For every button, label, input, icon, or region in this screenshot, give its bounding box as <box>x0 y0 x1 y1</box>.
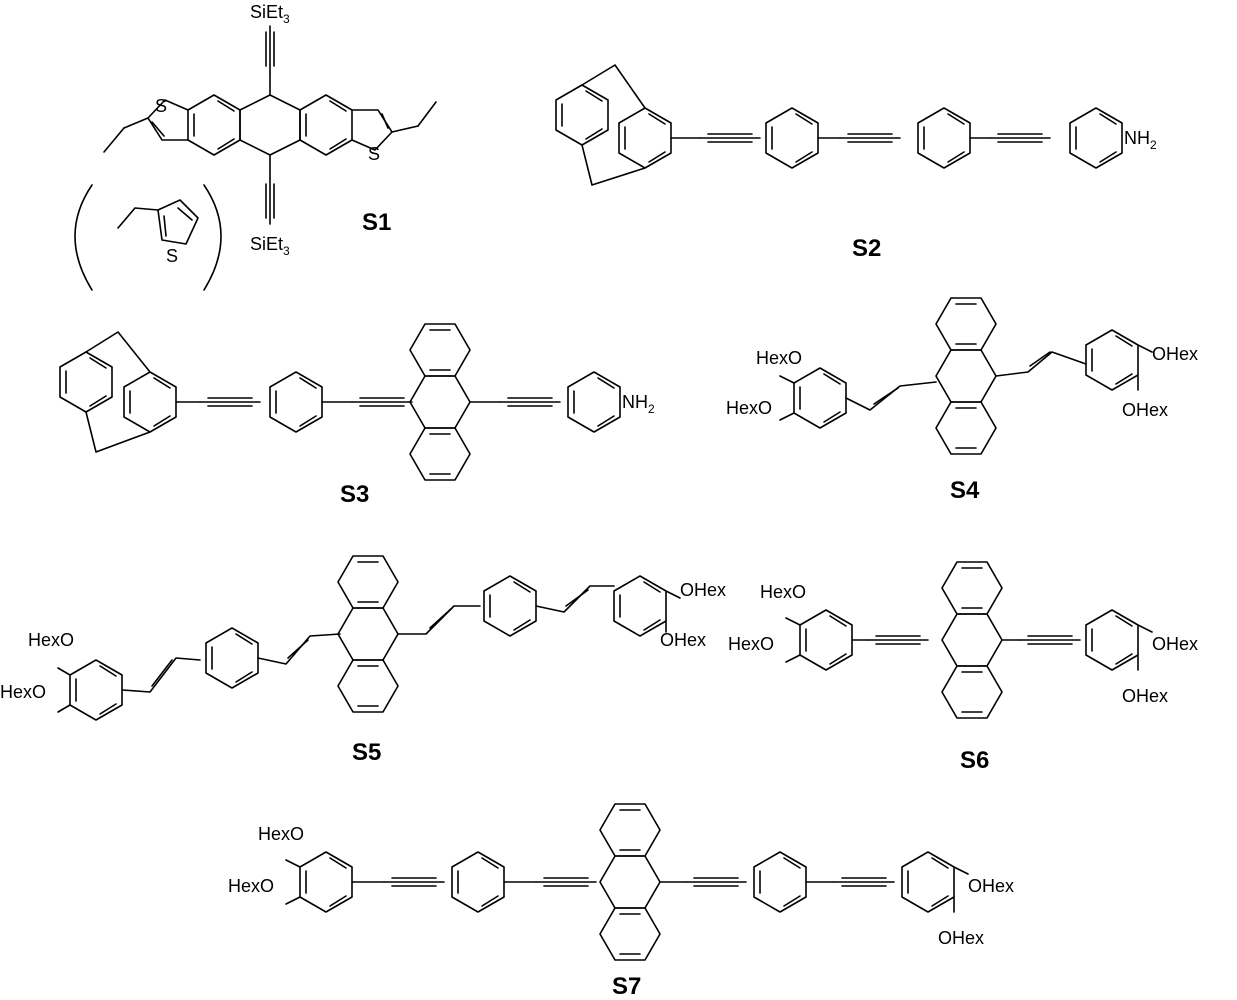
s3-amine: NH2 <box>622 392 655 416</box>
s6-hexo-1: HexO <box>760 582 806 602</box>
s6-hexo-2: HexO <box>728 634 774 654</box>
compound-label-s5: S5 <box>352 739 381 766</box>
s7-hexo-1: HexO <box>258 824 304 844</box>
s5-ohex-1: OHex <box>680 580 726 600</box>
s1-sulfur-left: S <box>155 96 167 116</box>
s5-hexo-1: HexO <box>28 630 74 650</box>
compound-s6 <box>785 562 1153 718</box>
s7-ohex-1: OHex <box>968 876 1014 896</box>
compound-s7 <box>285 804 969 960</box>
s1-sulfur-guest: S <box>166 246 178 266</box>
s1-silyl-bottom: SiEt3 <box>250 234 290 258</box>
s5-ohex-2: OHex <box>660 630 706 650</box>
s4-ohex-2: OHex <box>1122 400 1168 420</box>
s4-hexo-2: HexO <box>726 398 772 418</box>
s6-ohex-2: OHex <box>1122 686 1168 706</box>
compound-label-s6: S6 <box>960 747 989 774</box>
s5-hexo-2: HexO <box>0 682 46 702</box>
s4-ohex-1: OHex <box>1152 344 1198 364</box>
compound-label-s2: S2 <box>852 235 881 262</box>
compound-s2 <box>555 64 1123 186</box>
compound-label-s7: S7 <box>612 973 641 1000</box>
s4-hexo-1: HexO <box>756 348 802 368</box>
s7-hexo-2: HexO <box>228 876 274 896</box>
compound-label-s3: S3 <box>340 481 369 508</box>
compound-s3 <box>59 324 621 480</box>
compound-s4 <box>779 298 1153 454</box>
compound-label-s1: S1 <box>362 209 391 236</box>
s1-sulfur-right: S <box>368 144 380 164</box>
s7-ohex-2: OHex <box>938 928 984 948</box>
s1-silyl-top: SiEt3 <box>250 2 290 26</box>
compound-label-s4: S4 <box>950 477 980 504</box>
compound-s1 <box>74 25 437 291</box>
s6-ohex-1: OHex <box>1152 634 1198 654</box>
s2-amine: NH2 <box>1124 128 1157 152</box>
compound-s5 <box>57 556 681 721</box>
